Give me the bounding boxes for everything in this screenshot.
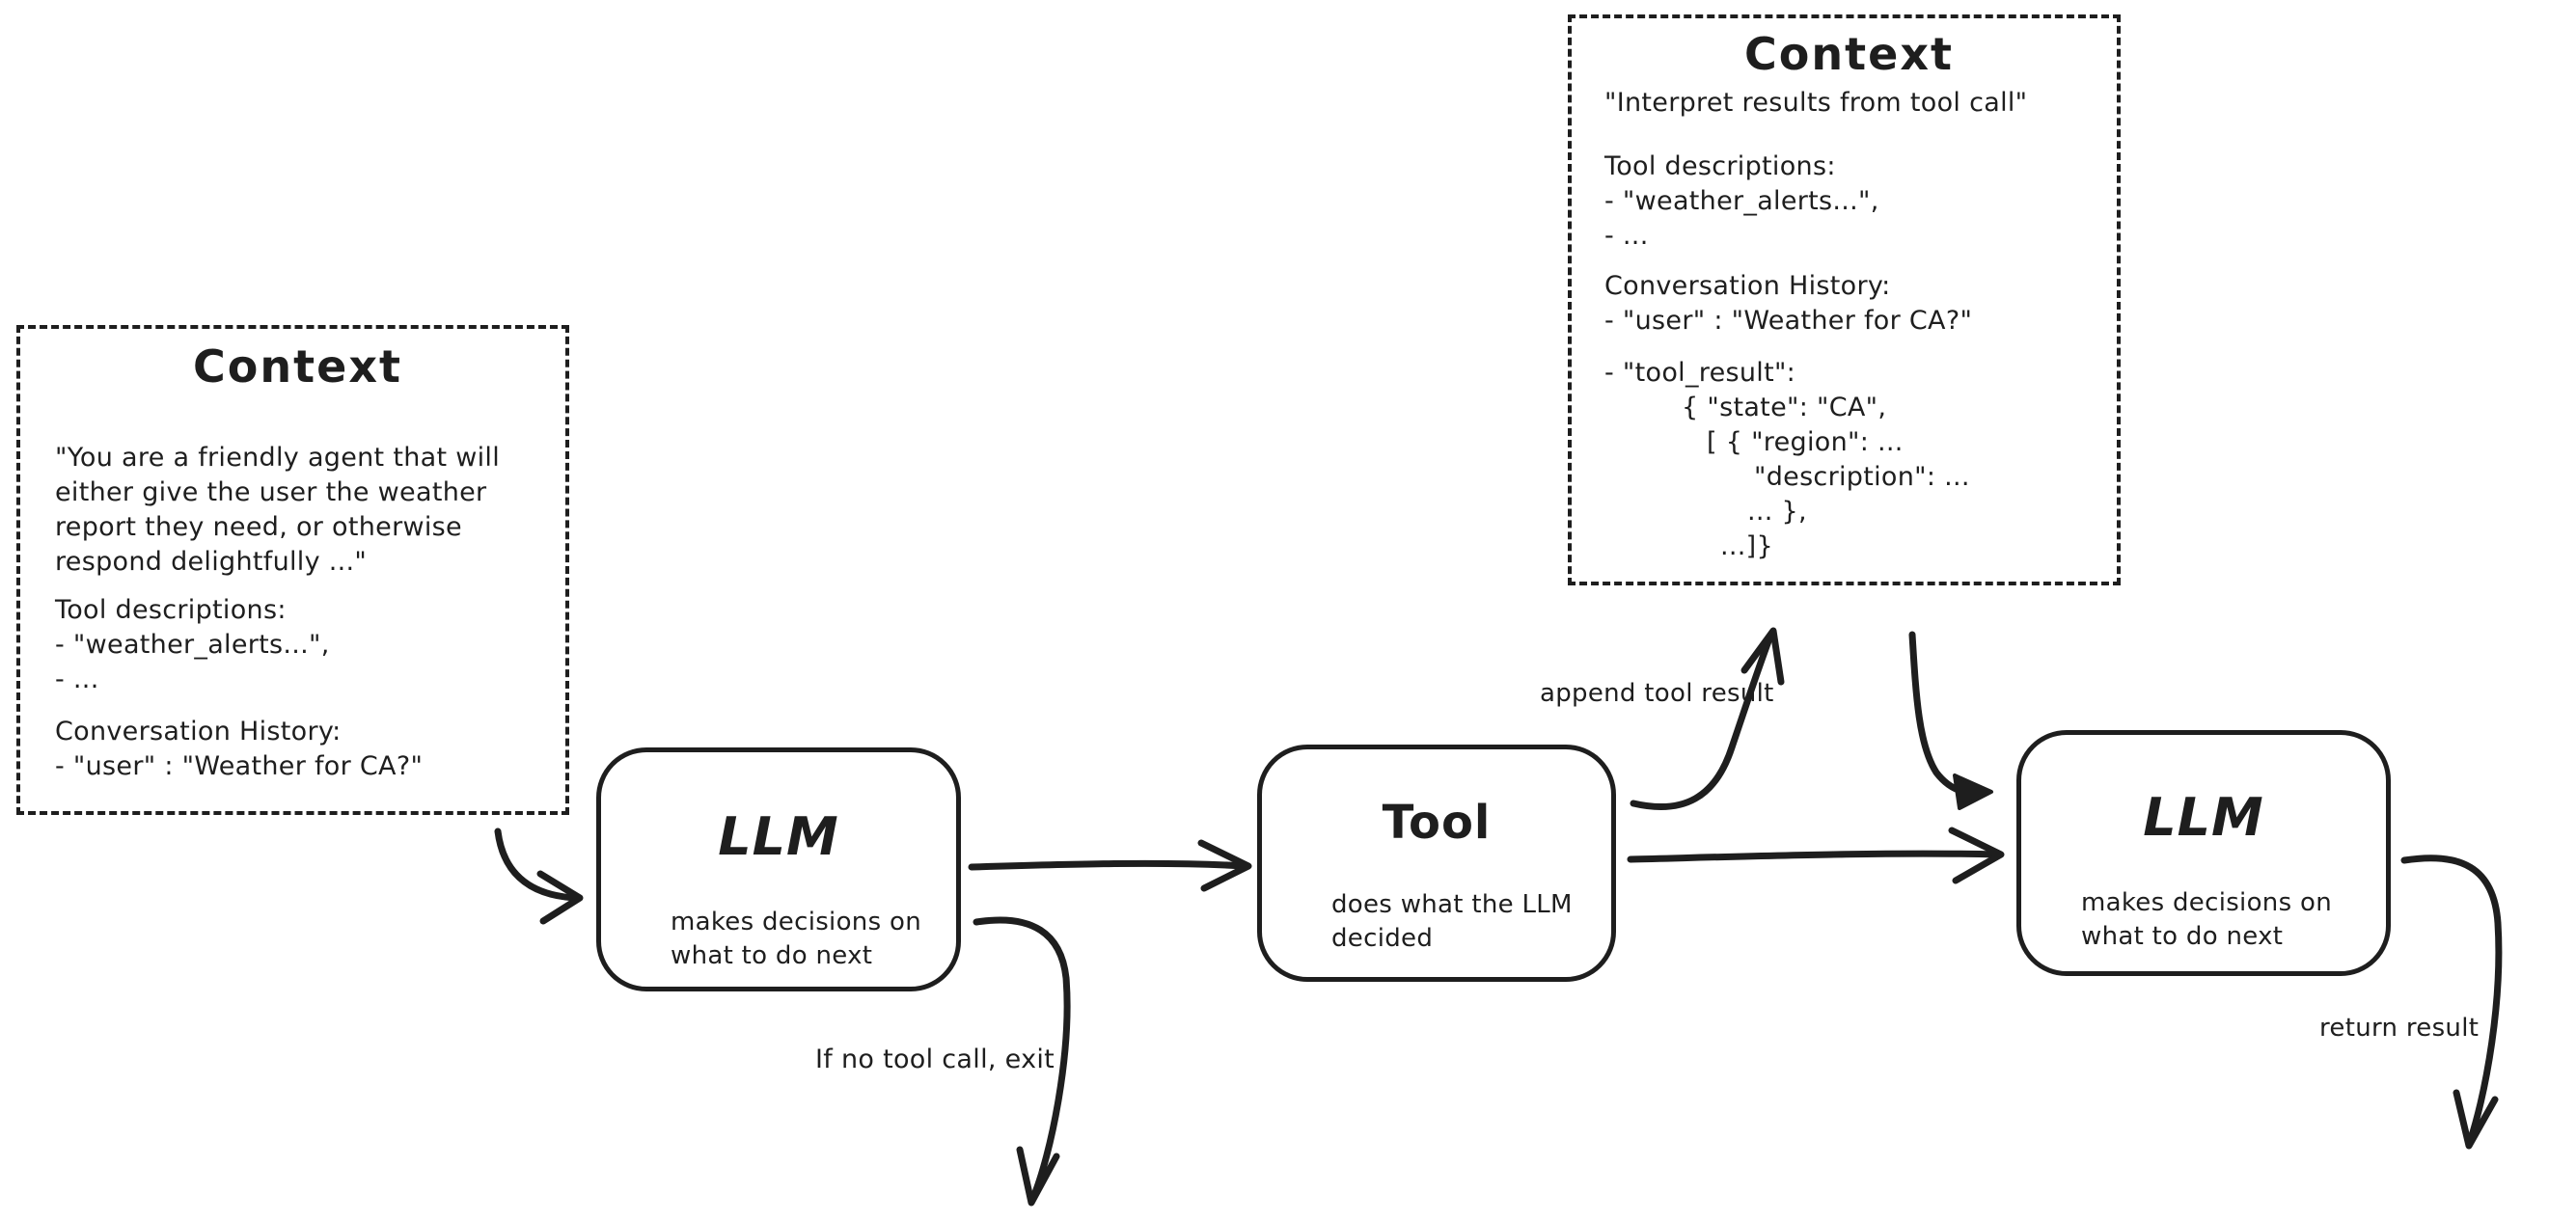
context-line: - "user" : "Weather for CA?" bbox=[1604, 306, 1973, 336]
context-left-title: Context bbox=[193, 340, 402, 393]
edge-label-append-tool-result: append tool result bbox=[1540, 679, 1774, 708]
arrow-context-left-to-llm1 bbox=[494, 828, 584, 925]
tool-node-title: Tool bbox=[1382, 796, 1492, 850]
tool-descriptions-text: Tool descriptions: - "weather_alerts..."… bbox=[1604, 149, 2094, 254]
subtitle-line: does what the LLM bbox=[1331, 890, 1573, 919]
subtitle-line: what to do next bbox=[671, 941, 873, 970]
llm-node-1: LLM makes decisions on what to do next bbox=[596, 747, 961, 991]
context-line: ...]} bbox=[1720, 531, 1773, 561]
context-line: either give the user the weather bbox=[55, 477, 487, 507]
context-left-body: "You are a friendly agent that will eith… bbox=[55, 441, 540, 784]
context-line: respond delightfully ..." bbox=[55, 547, 368, 577]
context-line: [ { "region": ... bbox=[1707, 427, 1904, 457]
llm-node-1-subtitle: makes decisions on what to do next bbox=[601, 906, 956, 973]
context-line: report they need, or otherwise bbox=[55, 512, 462, 542]
subtitle-line: what to do next bbox=[2081, 922, 2284, 951]
tool-result-text: - "tool_result": { "state": "CA", [ { "r… bbox=[1604, 356, 2094, 564]
conversation-history-text: Conversation History: - "user" : "Weathe… bbox=[55, 715, 540, 784]
llm-node-2-subtitle: makes decisions on what to do next bbox=[2021, 886, 2386, 954]
context-intro-text: "Interpret results from tool call" bbox=[1604, 88, 2028, 118]
conversation-history-text: Conversation History: - "user" : "Weathe… bbox=[1604, 269, 2094, 339]
llm-node-1-title: LLM bbox=[718, 806, 839, 867]
tool-descriptions-text: Tool descriptions: - "weather_alerts..."… bbox=[55, 593, 540, 697]
subtitle-line: decided bbox=[1331, 924, 1434, 953]
context-right-title: Context bbox=[1744, 28, 1954, 80]
context-line: Conversation History: bbox=[1604, 271, 1891, 301]
edge-label-if-no-tool-call-exit: If no tool call, exit bbox=[815, 1045, 1055, 1074]
system-prompt-text: "You are a friendly agent that will eith… bbox=[55, 441, 540, 580]
tool-node: Tool does what the LLM decided bbox=[1257, 745, 1616, 982]
context-line: Tool descriptions: bbox=[1604, 151, 1836, 181]
arrow-llm2-return bbox=[2400, 855, 2503, 1150]
tool-node-subtitle: does what the LLM decided bbox=[1262, 888, 1611, 956]
arrow-llm1-to-tool bbox=[968, 839, 1252, 892]
subtitle-line: makes decisions on bbox=[2081, 888, 2332, 917]
subtitle-line: makes decisions on bbox=[671, 908, 921, 936]
context-line: - ... bbox=[55, 665, 99, 694]
context-box-right: Context "Interpret results from tool cal… bbox=[1568, 14, 2121, 585]
context-line: { "state": "CA", bbox=[1682, 393, 1887, 422]
context-line: - "tool_result": bbox=[1604, 358, 1796, 388]
context-line: "description": ... bbox=[1754, 462, 1970, 492]
context-line: - ... bbox=[1604, 221, 1649, 251]
context-line: - "weather_alerts...", bbox=[55, 630, 330, 660]
context-right-body: "Interpret results from tool call" Tool … bbox=[1604, 86, 2094, 564]
context-line: - "user" : "Weather for CA?" bbox=[55, 751, 424, 781]
context-line: Conversation History: bbox=[55, 717, 342, 746]
context-line: Tool descriptions: bbox=[55, 595, 287, 625]
context-box-left: Context "You are a friendly agent that w… bbox=[16, 325, 569, 815]
llm-node-2-title: LLM bbox=[2143, 787, 2264, 848]
arrow-tool-to-context-right bbox=[1630, 627, 1785, 810]
context-line: - "weather_alerts...", bbox=[1604, 186, 1879, 216]
arrow-tool-to-llm2 bbox=[1627, 827, 2005, 884]
llm-node-2: LLM makes decisions on what to do next bbox=[2016, 730, 2391, 976]
arrow-context-right-to-llm2 bbox=[1908, 631, 1993, 810]
context-line: "You are a friendly agent that will bbox=[55, 443, 501, 473]
context-line: ... }, bbox=[1747, 497, 1807, 527]
edge-label-return-result: return result bbox=[2319, 1014, 2480, 1043]
